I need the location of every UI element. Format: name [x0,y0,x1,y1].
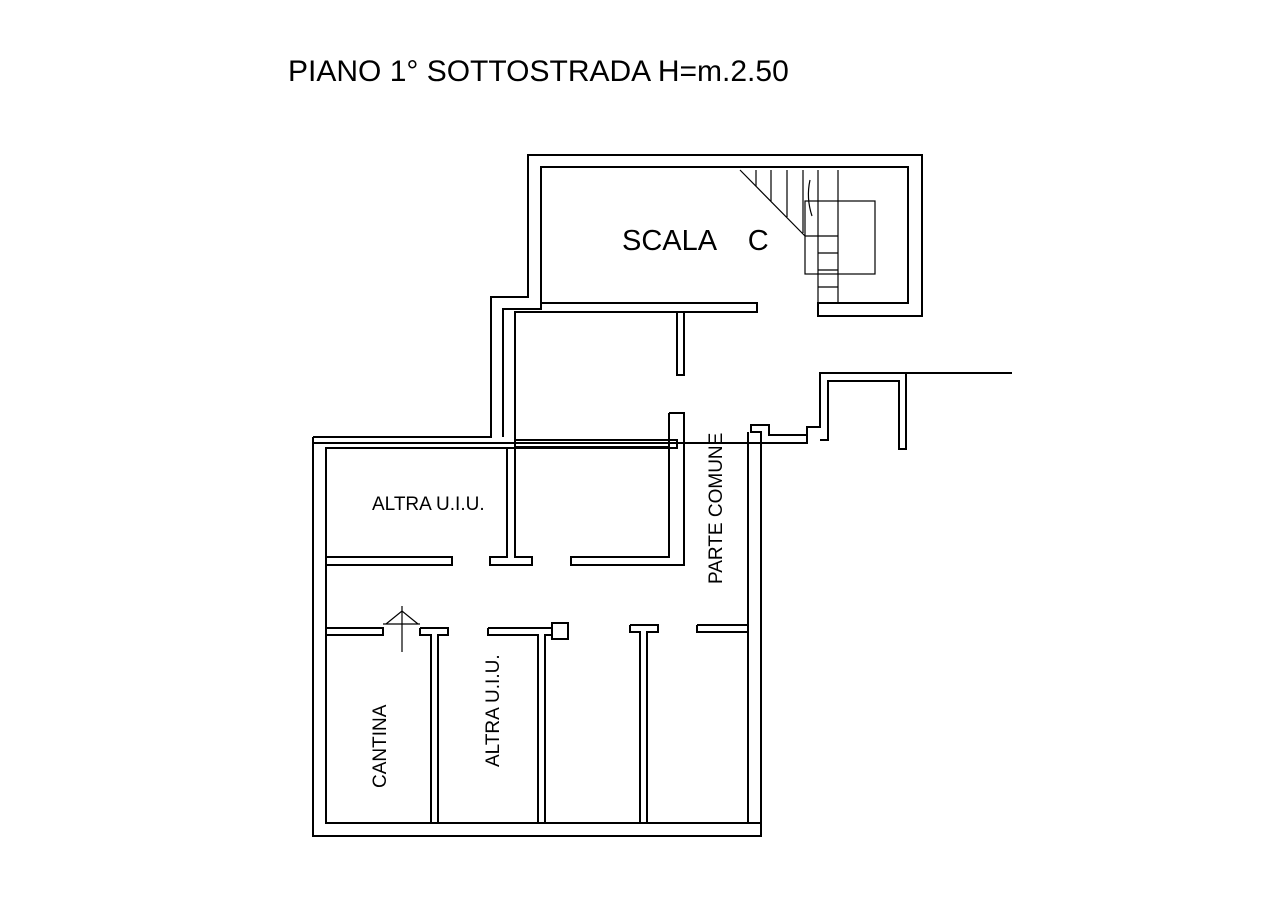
plan-title: PIANO 1° SOTTOSTRADA H=m.2.50 [288,55,789,88]
stair-wall-outer [490,154,923,437]
outer-wall-frame [312,432,762,837]
lower-room-wall-b [629,624,659,824]
common-area-label: PARTE COMUNE [706,433,727,584]
stair-flight-icon [739,169,876,303]
cellar-top-wall [326,627,384,636]
altra-uiu-bottom-wall [326,556,453,566]
cantina-label: CANTINA [370,704,391,788]
lower-room-wall-c [696,624,749,633]
altra-uiu-label-upper: ALTRA U.I.U. [372,494,485,515]
upper-room-right-partition [676,312,685,376]
altra-uiu-label-lower: ALTRA U.I.U. [483,654,504,767]
external-wall-right [806,372,1012,443]
outer-wall-outer [313,154,923,824]
middle-right-partition [570,412,685,566]
fixture-symbol-icon [383,606,420,652]
upper-room-walls [514,312,670,448]
stair-wall-inner [502,166,909,437]
stair-label: SCALA C [622,225,769,257]
column-square [551,622,569,640]
altra-uiu-room-walls [326,447,533,566]
external-wall-right-inner [820,373,907,450]
stair-bottom-wall [541,302,758,313]
cellar-right-wall [419,627,449,824]
